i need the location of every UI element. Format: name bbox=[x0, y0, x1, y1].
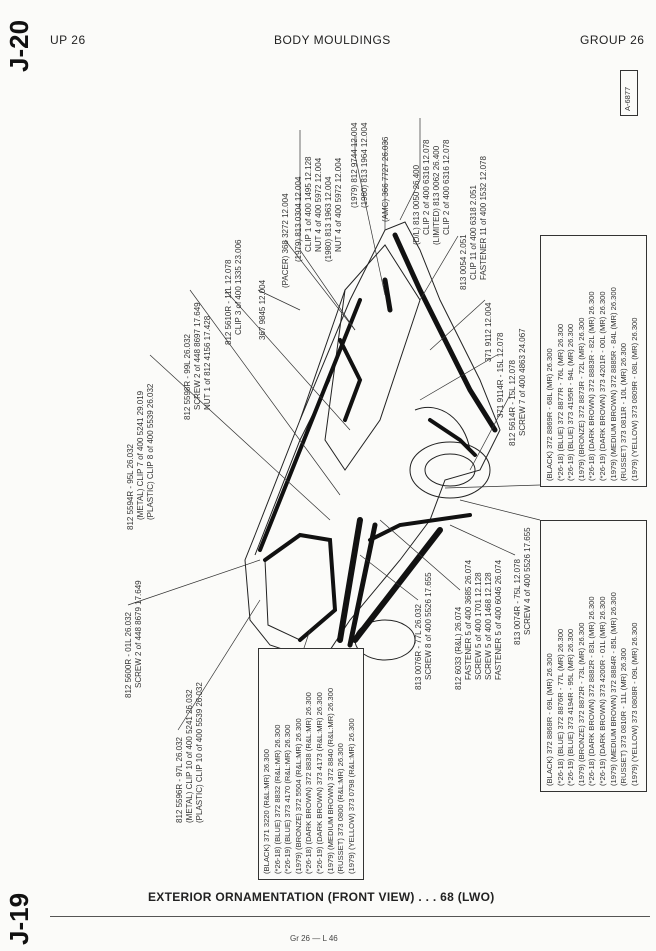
callout-11: 371 9112 12.004 bbox=[484, 302, 493, 362]
callout-12: 371 9114R - 15L 12.078 bbox=[496, 332, 505, 418]
callout-1: 812 5594R - 95L 26.032(METAL) CLIP 7 of … bbox=[126, 383, 155, 530]
footer-divider bbox=[50, 916, 650, 917]
color-list-upper-right: (BLACK) 372 8869R - 68L (MR) 26.300(*26-… bbox=[545, 287, 639, 481]
page-reference: Gr 26 — L 46 bbox=[290, 934, 338, 943]
color-box-upper-right bbox=[540, 235, 647, 487]
page-title: BODY MOULDINGS bbox=[274, 33, 391, 47]
header-group: GROUP 26 bbox=[580, 33, 645, 47]
color-box-lower-left bbox=[258, 648, 364, 880]
color-list-lower-left: (BLACK) 371 3220 (R&L:MR) 26.300(*26-18)… bbox=[262, 687, 356, 874]
color-list-lower-right: (BLACK) 372 8868R - 69L (MR) 26.300(*26-… bbox=[545, 592, 639, 786]
page-number-bottom: J-19 bbox=[4, 892, 34, 945]
figure-caption: EXTERIOR ORNAMENTATION (FRONT VIEW) . . … bbox=[148, 890, 495, 904]
callout-4: 367 9845 12.004 bbox=[258, 279, 267, 340]
callout-18: 812 5596R - 97L 26.032(METAL) CLIP 10 of… bbox=[175, 682, 204, 823]
callout-8: (AMC) 366 7727 26.036 bbox=[381, 136, 390, 222]
header-left: UP 26 bbox=[50, 33, 86, 47]
callout-7: (1979) 812 9744 12.004(1980) 813 1964 12… bbox=[350, 122, 369, 208]
callout-5: (PACER) 368 3272 12.004 bbox=[281, 193, 290, 288]
reference-box bbox=[620, 70, 638, 116]
color-box-lower-right bbox=[540, 520, 647, 792]
